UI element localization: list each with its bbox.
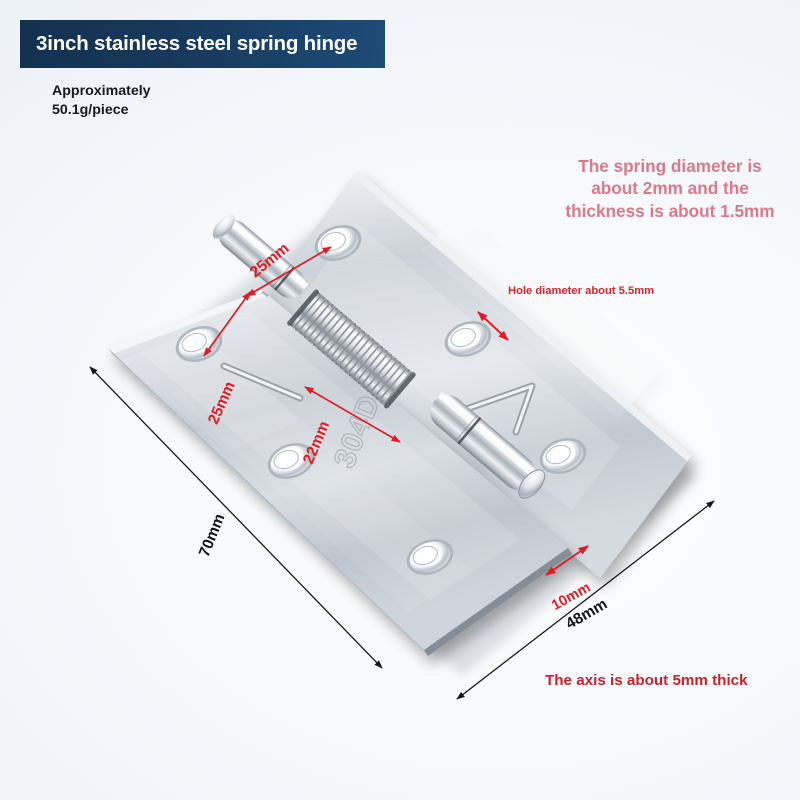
svg-text:304D: 304D bbox=[328, 390, 387, 473]
screw-hole-front-bottom bbox=[406, 539, 454, 575]
dim-line-70 bbox=[89, 366, 383, 669]
screw-hole-back-top bbox=[314, 225, 362, 261]
annotation-axis-thickness: The axis is about 5mm thick bbox=[545, 672, 748, 689]
screw-hole-back-right bbox=[539, 438, 587, 474]
hinge-leaf-back bbox=[268, 170, 692, 578]
hinge-leaf-front bbox=[108, 290, 572, 656]
screw-hole-back-bottom bbox=[444, 321, 492, 357]
spring-tang-lower bbox=[448, 382, 536, 436]
dimension-label-overall-length: 70mm bbox=[196, 511, 229, 560]
material-stamp: 304D bbox=[327, 389, 387, 473]
hinge-barrel-lower bbox=[430, 391, 546, 499]
dimension-arrows bbox=[89, 246, 715, 700]
annotation-spring-spec: The spring diameter is about 2mm and the… bbox=[565, 156, 775, 221]
dim-line-10 bbox=[545, 545, 589, 576]
dimension-label-spring-length: 22mm bbox=[300, 418, 334, 467]
dim-line-hole-diameter bbox=[477, 311, 509, 341]
title-banner: 3inch stainless steel spring hinge bbox=[20, 20, 385, 68]
dimension-label-leaf-width-top: 25mm bbox=[247, 239, 293, 282]
dim-line-25-left bbox=[203, 291, 251, 357]
dim-line-48 bbox=[456, 500, 715, 700]
weight-note: Approximately 50.1g/piece bbox=[52, 83, 151, 118]
annotation-hole-diameter: Hole diameter about 5.5mm bbox=[508, 285, 655, 297]
dimension-label-hole-spacing-left: 25mm bbox=[205, 379, 239, 427]
page-title: 3inch stainless steel spring hinge bbox=[36, 32, 358, 55]
screw-hole-front-left bbox=[175, 326, 223, 362]
torsion-spring bbox=[287, 289, 416, 409]
